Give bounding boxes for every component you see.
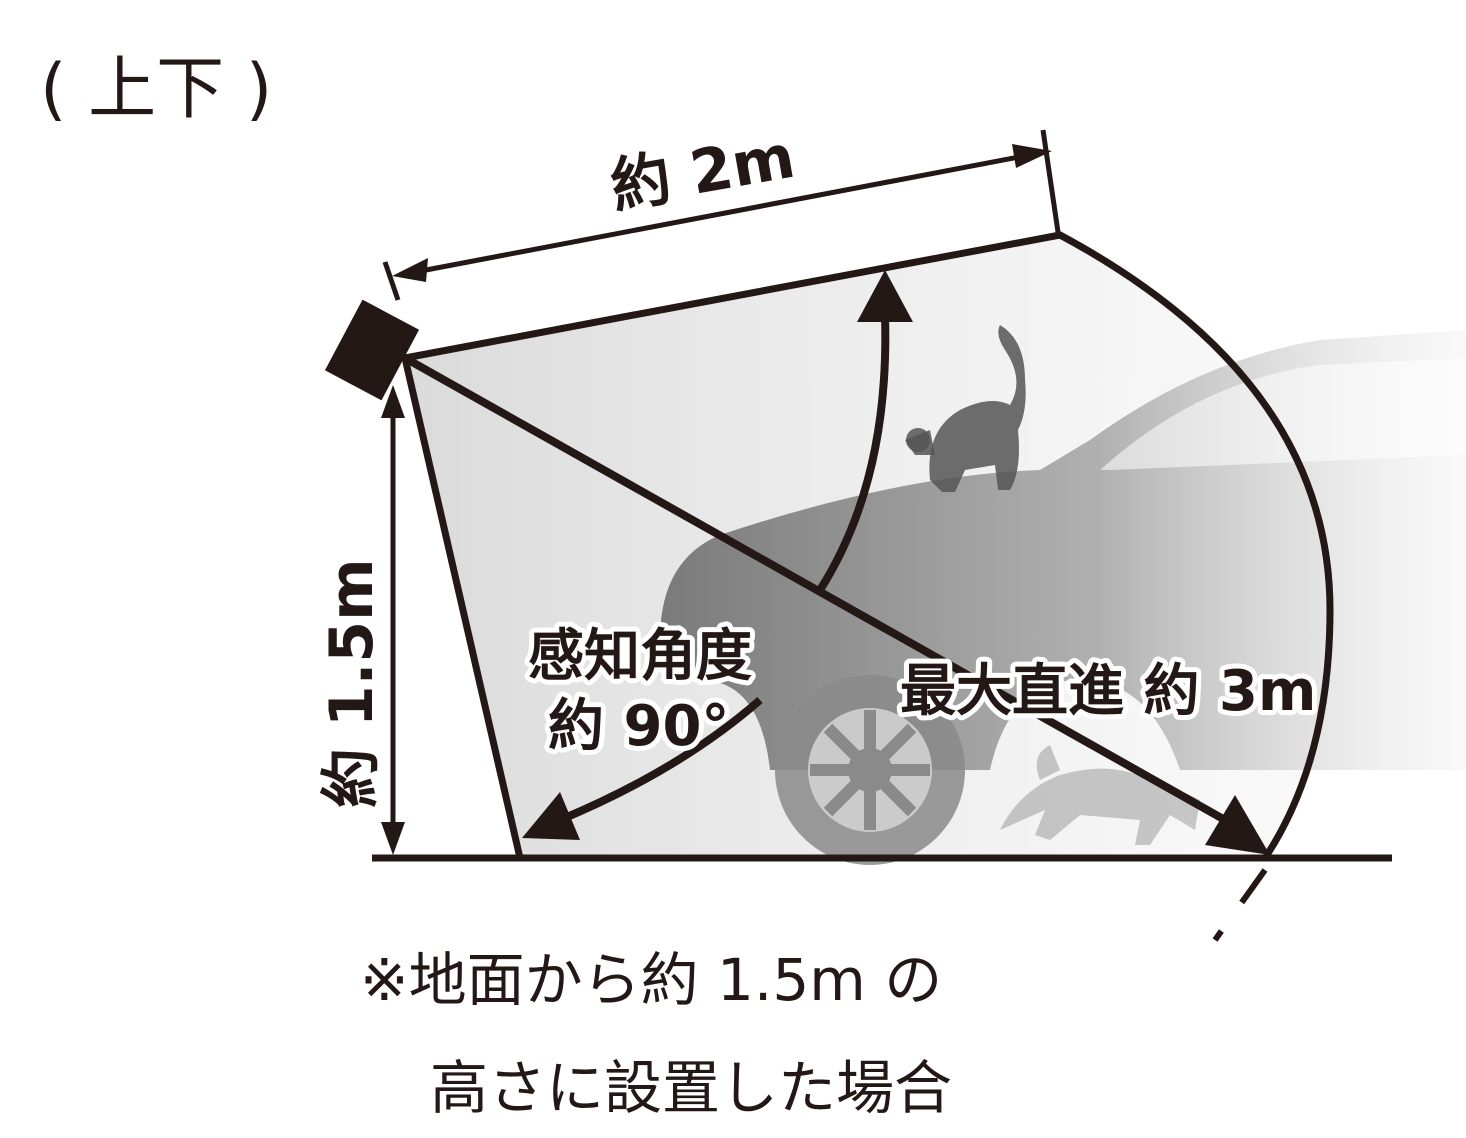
footnote-line-1: ※地面から約 1.5m の	[360, 946, 942, 1014]
max-range-arrow	[403, 354, 1270, 855]
cat-icon	[1000, 745, 1200, 845]
width-label: 約 2m	[605, 122, 799, 223]
height-dimension	[381, 385, 405, 855]
width-dimension	[382, 129, 1061, 301]
detection-angle-arc	[522, 270, 913, 840]
mode-label: ( 上下 )	[40, 50, 272, 129]
height-label: 約 1.5m	[317, 558, 387, 808]
detection-angle-value: 約 90°	[548, 694, 729, 759]
cat-icon	[905, 325, 1026, 492]
car-icon	[660, 330, 1466, 865]
footnote-line-2: 高さに設置した場合	[430, 1054, 952, 1122]
max-distance-label: 最大直進 約 3m	[900, 659, 1316, 724]
detection-area-outline	[401, 231, 1334, 862]
sensor-light-icon	[324, 299, 420, 401]
range-extension-dash	[1212, 868, 1268, 942]
detection-angle-label: 感知角度	[528, 624, 752, 689]
